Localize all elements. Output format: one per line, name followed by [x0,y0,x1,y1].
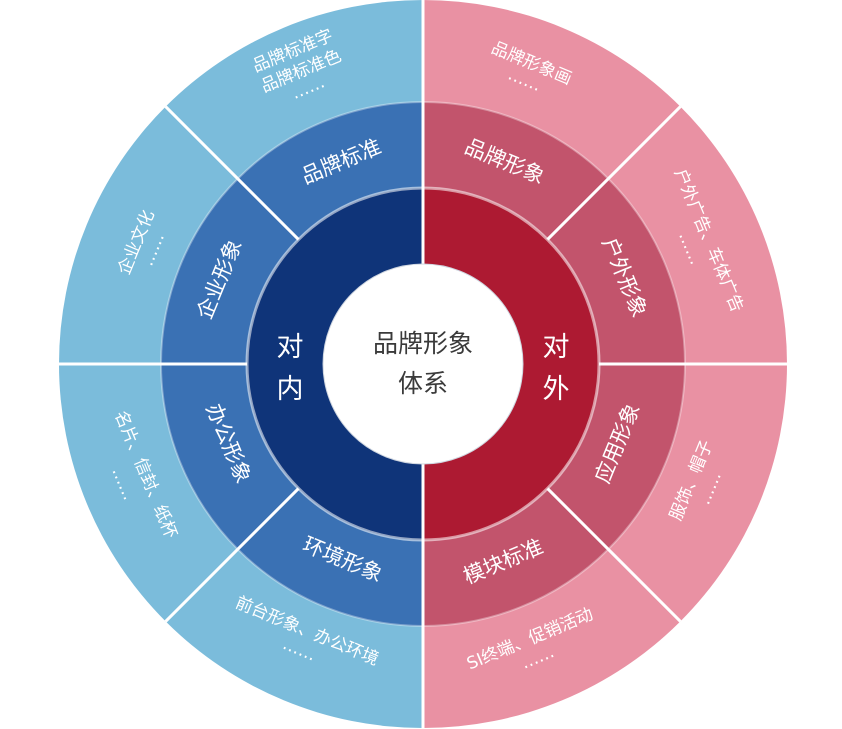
center-title-line1: 品牌形象 [373,329,473,358]
center-circle [323,264,523,464]
center-title-line2: 体系 [398,369,448,398]
core-right-label-line2: 外 [543,374,570,405]
core-left-label-line2: 内 [277,374,304,405]
core-left-label-line1: 对 [277,332,304,363]
core-right-label-line1: 对 [543,332,570,363]
